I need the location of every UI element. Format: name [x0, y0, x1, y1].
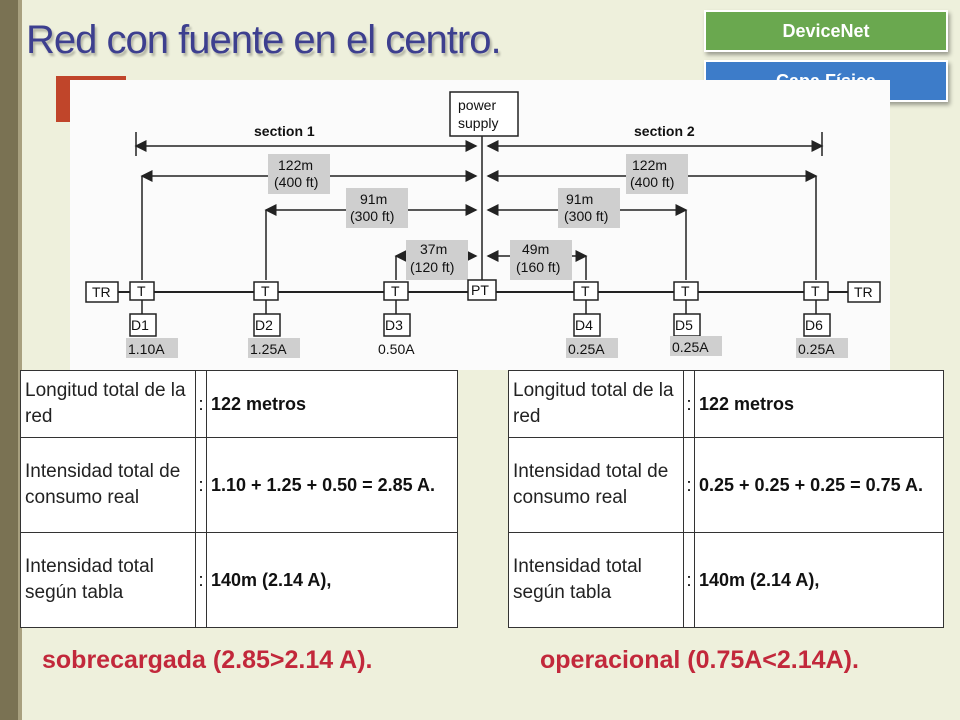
- device-d3-name: D3: [385, 317, 403, 333]
- tap-4-label: T: [581, 283, 590, 299]
- row-separator: :: [683, 370, 695, 438]
- dist-right-49: 49m: [522, 241, 549, 257]
- table-section-2: Longitud total de la red : 122 metros In…: [508, 370, 944, 628]
- tap-3-label: T: [391, 283, 400, 299]
- section-2-label: section 2: [634, 123, 695, 139]
- tap-5: T: [673, 281, 699, 314]
- tap-1: T: [129, 281, 155, 314]
- dist-left-91: 91m: [360, 191, 387, 207]
- row-value: 140m (2.14 A),: [694, 532, 944, 628]
- dist-right-91-ft: (300 ft): [564, 208, 608, 224]
- tap-3: T: [383, 281, 409, 314]
- section-1-label: section 1: [254, 123, 315, 139]
- device-d3-current: 0.50A: [378, 341, 415, 357]
- device-d2-current: 1.25A: [250, 341, 287, 357]
- dist-right-122-ft: (400 ft): [630, 174, 674, 190]
- dist-right-91: 91m: [566, 191, 593, 207]
- terminator-right: TR: [854, 284, 873, 300]
- table-section-1: Longitud total de la red : 122 metros In…: [20, 370, 458, 628]
- table-row: Intensidad total según tabla : 140m (2.1…: [508, 532, 944, 628]
- decorative-left-stripe: [18, 0, 22, 720]
- table-row: Intensidad total de consumo real : 1.10 …: [20, 437, 458, 533]
- dist-right-49-ft: (160 ft): [516, 259, 560, 275]
- table-row: Intensidad total de consumo real : 0.25 …: [508, 437, 944, 533]
- tap-6-label: T: [811, 283, 820, 299]
- verdict-section-2: operacional (0.75A<2.14A).: [540, 646, 859, 674]
- device-d3: D3 0.50A: [376, 313, 428, 358]
- terminator-left: TR: [92, 284, 111, 300]
- row-value: 122 metros: [206, 370, 458, 438]
- device-d6: D6 0.25A: [796, 313, 848, 358]
- row-separator: :: [195, 437, 207, 533]
- power-supply-label-2: supply: [458, 115, 498, 131]
- tag-devicenet: DeviceNet: [704, 10, 948, 52]
- pt-box: [467, 279, 497, 301]
- row-label: Intensidad total de consumo real: [508, 437, 684, 533]
- row-separator: :: [683, 532, 695, 628]
- tap-1-label: T: [137, 283, 146, 299]
- tap-2-label: T: [261, 283, 270, 299]
- device-d4-name: D4: [575, 317, 593, 333]
- device-d1-current: 1.10A: [128, 341, 165, 357]
- row-value: 1.10 + 1.25 + 0.50 = 2.85 A.: [206, 437, 458, 533]
- dist-left-122-ft: (400 ft): [274, 174, 318, 190]
- row-separator: :: [683, 437, 695, 533]
- tap-5-label: T: [681, 283, 690, 299]
- device-d5-current: 0.25A: [672, 339, 709, 355]
- verdict-section-1: sobrecargada (2.85>2.14 A).: [42, 646, 373, 674]
- row-label: Longitud total de la red: [20, 370, 196, 438]
- tap-6: T: [803, 281, 829, 314]
- device-d2: D2 1.25A: [248, 313, 300, 358]
- row-separator: :: [195, 370, 207, 438]
- tap-2: T: [253, 281, 279, 314]
- dist-left-122: 122m: [278, 157, 313, 173]
- device-d2-name: D2: [255, 317, 273, 333]
- row-label: Intensidad total según tabla: [20, 532, 196, 628]
- device-d6-current: 0.25A: [798, 341, 835, 357]
- dist-left-37-ft: (120 ft): [410, 259, 454, 275]
- row-separator: :: [195, 532, 207, 628]
- tap-4: T: [573, 281, 599, 314]
- dist-right-122: 122m: [632, 157, 667, 173]
- row-label: Longitud total de la red: [508, 370, 684, 438]
- device-d4: D4 0.25A: [566, 313, 618, 358]
- power-supply-label-1: power: [458, 97, 496, 113]
- row-value: 0.25 + 0.25 + 0.25 = 0.75 A.: [694, 437, 944, 533]
- device-d5: D5 0.25A: [670, 313, 722, 356]
- decorative-left-bar: [0, 0, 18, 720]
- device-d5-name: D5: [675, 317, 693, 333]
- power-supply-box: [449, 91, 519, 137]
- table-row: Intensidad total según tabla : 140m (2.1…: [20, 532, 458, 628]
- network-diagram-svg: power supply section 1 section 2 122m (4…: [85, 91, 881, 358]
- device-d1-name: D1: [131, 317, 149, 333]
- slide-title: Red con fuente en el centro.: [26, 18, 502, 62]
- network-diagram: power supply section 1 section 2 122m (4…: [70, 80, 890, 370]
- table-row: Longitud total de la red : 122 metros: [508, 370, 944, 438]
- dist-left-91-ft: (300 ft): [350, 208, 394, 224]
- row-value: 122 metros: [694, 370, 944, 438]
- device-d1: D1 1.10A: [126, 313, 178, 358]
- dist-left-37: 37m: [420, 241, 447, 257]
- device-d4-current: 0.25A: [568, 341, 605, 357]
- row-value: 140m (2.14 A),: [206, 532, 458, 628]
- device-d6-name: D6: [805, 317, 823, 333]
- row-label: Intensidad total según tabla: [508, 532, 684, 628]
- row-label: Intensidad total de consumo real: [20, 437, 196, 533]
- pt-label: PT: [471, 282, 489, 298]
- table-row: Longitud total de la red : 122 metros: [20, 370, 458, 438]
